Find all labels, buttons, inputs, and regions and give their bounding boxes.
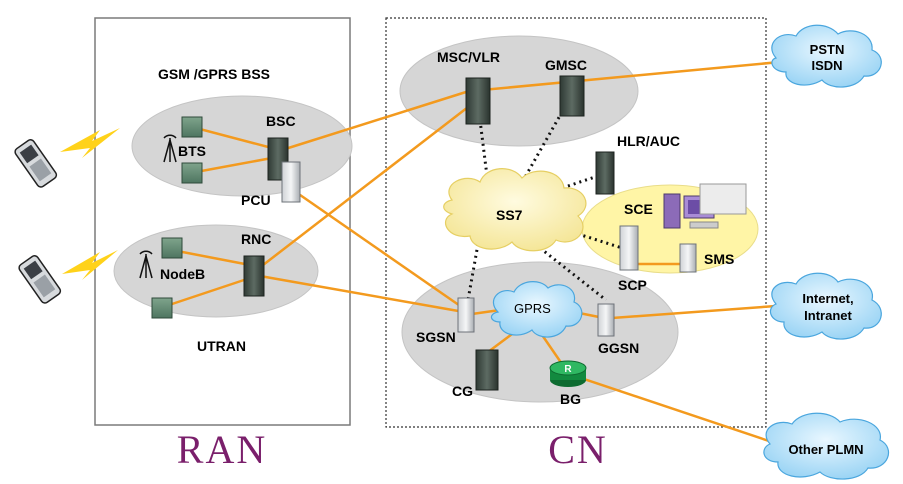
gmsc-label: GMSC — [545, 57, 587, 73]
scp-label: SCP — [618, 277, 647, 293]
antenna-icon — [139, 250, 153, 279]
hlr-auc-rack-icon — [595, 151, 615, 195]
msc-ellipse — [399, 35, 639, 147]
cn-title: CN — [548, 427, 608, 472]
bss-label: GSM /GPRS BSS — [158, 66, 270, 82]
other-plmn-label: Other PLMN — [788, 442, 863, 457]
isdn-label: ISDN — [811, 58, 842, 73]
ss7-links — [466, 111, 623, 302]
ggsn-label: GGSN — [598, 340, 639, 356]
bss-ellipse — [131, 95, 353, 197]
bg-router-icon: R — [549, 360, 587, 387]
bsc-label: BSC — [266, 113, 296, 129]
bts-unit-icon — [181, 116, 203, 138]
internet-cloud — [769, 272, 882, 340]
pcu-server-icon — [281, 161, 301, 203]
ggsn-server-icon — [597, 303, 615, 337]
other-plmn-cloud — [763, 412, 890, 480]
ss7-cloud — [443, 168, 587, 252]
cg-rack-icon — [475, 349, 499, 391]
gmsc-rack-icon — [559, 75, 585, 117]
hlr-auc-label: HLR/AUC — [617, 133, 680, 149]
mobile-phone-icon — [18, 255, 62, 304]
gprs-label: GPRS — [514, 301, 551, 316]
nodeb-label: NodeB — [160, 266, 205, 282]
sms-server-icon — [679, 243, 697, 273]
antenna-icon — [163, 134, 177, 163]
ran-region-frame — [94, 17, 351, 426]
rnc-rack-icon — [243, 255, 265, 297]
radio-link-icon — [62, 250, 118, 280]
cg-label: CG — [452, 383, 473, 399]
pstn-label: PSTN — [810, 42, 845, 57]
transport-links — [165, 60, 781, 446]
ran-title: RAN — [177, 427, 267, 472]
msc-vlr-label: MSC/VLR — [437, 49, 500, 65]
sce-label: SCE — [624, 201, 653, 217]
gprs-cloud — [490, 281, 583, 338]
pcu-label: PCU — [241, 192, 271, 208]
intranet-label: Intranet — [804, 308, 852, 323]
ss7-label: SS7 — [496, 207, 523, 223]
pstn-cloud — [771, 24, 882, 88]
mobile-phone-icon — [14, 139, 58, 188]
bg-label: BG — [560, 391, 581, 407]
sce-workstation-icon — [663, 183, 747, 229]
rnc-label: RNC — [241, 231, 271, 247]
sgsn-label: SGSN — [416, 329, 456, 345]
sgsn-server-icon — [457, 297, 475, 333]
internet-label: Internet, — [802, 291, 853, 306]
nodeb-unit-icon — [161, 237, 183, 259]
nodeb-unit-icon — [151, 297, 173, 319]
radio-link-icon — [60, 128, 120, 158]
utran-ellipse — [113, 224, 319, 318]
scp-server-icon — [619, 225, 639, 271]
bts-unit-icon — [181, 162, 203, 184]
bts-label: BTS — [178, 143, 206, 159]
sms-label: SMS — [704, 251, 734, 267]
bg-router-letter: R — [564, 364, 572, 375]
utran-label: UTRAN — [197, 338, 246, 354]
msc-vlr-rack-icon — [465, 77, 491, 125]
